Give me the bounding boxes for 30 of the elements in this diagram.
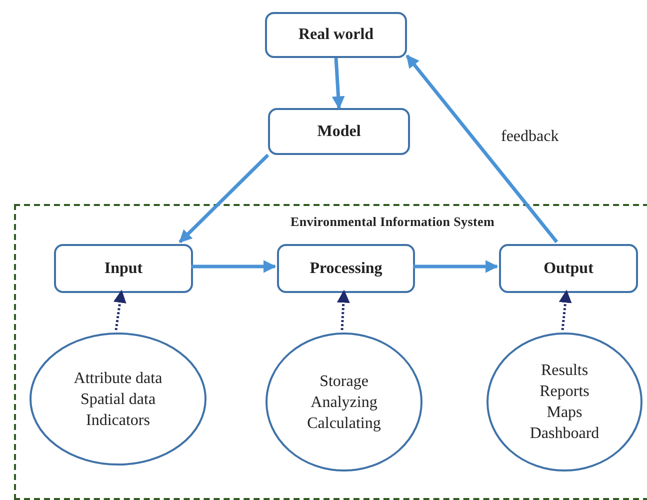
process-box bbox=[265, 12, 407, 58]
box-label: Model bbox=[317, 122, 361, 140]
arrow bbox=[332, 58, 345, 110]
list-item: Analyzing bbox=[310, 392, 378, 412]
list-item: Spatial data bbox=[80, 390, 156, 410]
arrow bbox=[406, 54, 558, 244]
box-label: Processing bbox=[310, 260, 382, 278]
list-item: Calculating bbox=[307, 414, 381, 434]
arrow bbox=[178, 154, 270, 244]
list-item: Storage bbox=[320, 372, 368, 392]
dotted-arrow bbox=[558, 290, 572, 330]
dotted-arrow bbox=[336, 290, 350, 330]
boundary-title: Environmental Information System bbox=[290, 214, 495, 230]
system-boundary bbox=[14, 204, 647, 500]
box-label: Input bbox=[104, 260, 143, 278]
list-item: Reports bbox=[540, 382, 590, 402]
list-item: Indicators bbox=[86, 410, 150, 430]
list-item: Attribute data bbox=[74, 368, 162, 388]
box-label: Real world bbox=[298, 26, 374, 44]
arrow bbox=[413, 260, 498, 273]
list-item: Dashboard bbox=[530, 424, 600, 444]
dotted-arrow bbox=[113, 290, 126, 330]
list-item: Results bbox=[540, 361, 588, 381]
process-box bbox=[54, 244, 193, 293]
process-box bbox=[268, 108, 410, 155]
list-item: Maps bbox=[546, 403, 582, 423]
box-label: Output bbox=[544, 260, 594, 278]
process-box bbox=[277, 244, 415, 293]
process-box bbox=[499, 244, 638, 293]
arrow bbox=[191, 260, 276, 273]
